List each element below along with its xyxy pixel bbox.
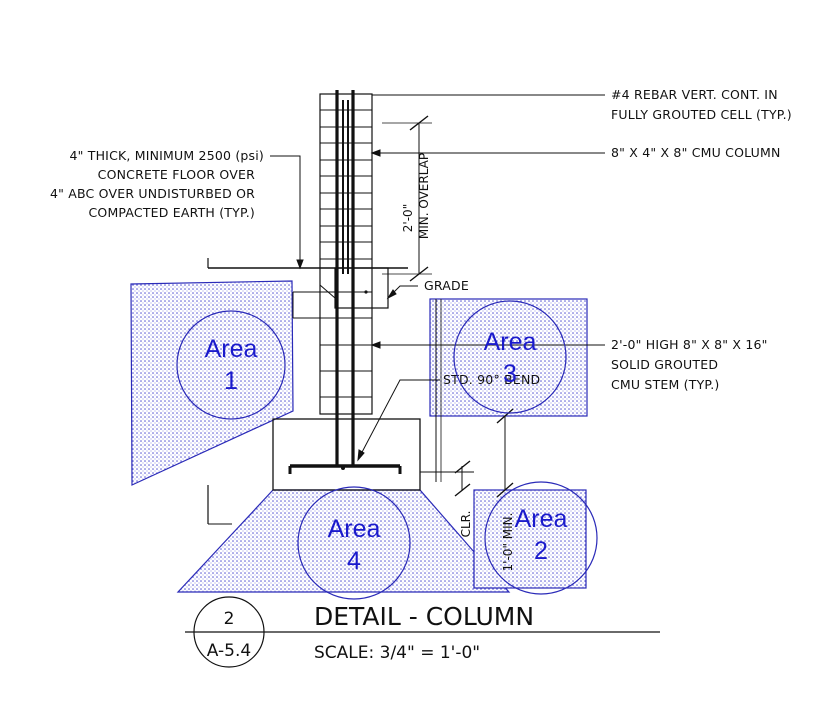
note-overlap-line1: 2'-0" xyxy=(401,204,415,232)
note-stem-line2: SOLID GROUTED xyxy=(611,357,718,372)
note-min: 1'-0" MIN. xyxy=(501,513,515,572)
area-regions xyxy=(130,280,588,593)
note-rebar-line1: #4 REBAR VERT. CONT. IN xyxy=(611,87,778,102)
area-1-word: Area xyxy=(205,335,258,363)
note-rebar-line2: FULLY GROUTED CELL (TYP.) xyxy=(611,107,792,122)
area-3-number: 3 xyxy=(503,360,517,388)
detail-scale: SCALE: 3/4" = 1'-0" xyxy=(314,643,480,663)
area-3-region[interactable] xyxy=(429,298,588,417)
area-marker-1[interactable]: Area 1 xyxy=(176,310,286,420)
detail-title: DETAIL - COLUMN xyxy=(314,602,534,631)
note-floor-line2: CONCRETE FLOOR OVER xyxy=(98,167,255,182)
title-block: 2 A-5.4 DETAIL - COLUMN SCALE: 3/4" = 1'… xyxy=(185,596,660,668)
note-clr: CLR. xyxy=(459,511,473,538)
note-overlap-line2: MIN. OVERLAP xyxy=(417,153,431,239)
leaders xyxy=(270,94,605,462)
detail-number: 2 xyxy=(224,609,235,629)
area-2-region[interactable] xyxy=(473,489,587,589)
cmu-column xyxy=(319,93,373,415)
note-grade: GRADE xyxy=(424,278,469,293)
area-marker-4[interactable]: Area 4 xyxy=(297,486,411,600)
note-floor-line3: 4" ABC OVER UNDISTURBED OR xyxy=(50,186,255,201)
area-marker-2[interactable]: Area 2 xyxy=(484,481,598,595)
note-stem-line3: CMU STEM (TYP.) xyxy=(611,377,719,392)
dimensions xyxy=(382,115,514,498)
note-cmu-column: 8" X 4" X 8" CMU COLUMN xyxy=(611,145,781,160)
rebar-vertical xyxy=(335,90,355,466)
cmu-courses xyxy=(320,109,372,398)
footing xyxy=(272,418,421,491)
sheet-number: A-5.4 xyxy=(207,641,251,661)
note-floor-line1: 4" THICK, MINIMUM 2500 (psi) xyxy=(69,148,264,163)
area-3-word: Area xyxy=(484,328,537,356)
area-2-word: Area xyxy=(515,505,568,533)
notes: #4 REBAR VERT. CONT. IN FULLY GROUTED CE… xyxy=(50,87,792,571)
area-marker-3[interactable]: Area 3 xyxy=(453,300,567,414)
area-4-number: 4 xyxy=(347,547,361,575)
note-floor-line4: COMPACTED EARTH (TYP.) xyxy=(88,205,255,220)
area-1-number: 1 xyxy=(224,367,238,395)
structure-lines xyxy=(207,90,474,525)
area-1-region[interactable] xyxy=(130,280,294,486)
note-bend: STD. 90° BEND xyxy=(443,372,540,387)
area-2-number: 2 xyxy=(534,537,548,565)
area-4-word: Area xyxy=(328,515,381,543)
note-stem-line1: 2'-0" HIGH 8" X 8" X 16" xyxy=(611,337,768,352)
